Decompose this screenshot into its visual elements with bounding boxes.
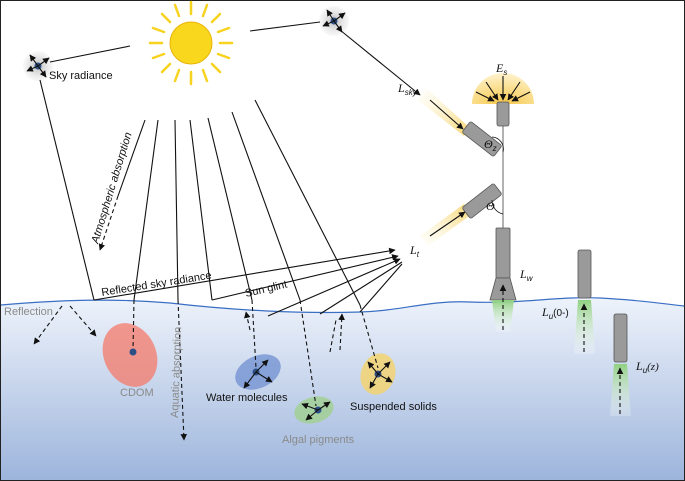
lu0-sensor — [577, 249, 592, 299]
water-molecules-scatter-3 — [255, 359, 269, 373]
theta-arc — [491, 199, 504, 215]
sky-scatterer-left-icon — [23, 51, 53, 81]
water-molecules-incident-dash — [251, 299, 257, 369]
lw-sensor-tube — [495, 227, 511, 279]
cdom-absorption-dash — [132, 299, 135, 351]
reflection-label: Reflection — [4, 306, 53, 318]
scatter-return-ray-3 — [359, 263, 403, 313]
algal-scatter-2 — [305, 409, 319, 421]
lu0-symbol: Lu(0-) — [541, 305, 569, 321]
atmospheric-absorption-dashed — [98, 195, 119, 251]
luz-symbol: Lu(z) — [635, 359, 659, 375]
aquatic-absorption-dash — [177, 299, 188, 441]
upwelling-dash-3 — [244, 311, 251, 331]
theta-z-symbol: Θz — [484, 137, 497, 153]
aquatic-absorption-label: Aquatic absorption — [169, 327, 184, 418]
reflection-dash-left — [33, 305, 63, 345]
algal-scatter-3 — [317, 401, 331, 411]
lsky-symbol: Lsky — [397, 81, 418, 97]
lt-beam-arrow — [429, 211, 466, 237]
luz-sensor — [613, 313, 628, 363]
water-molecules-label: Water molecules — [206, 392, 288, 404]
solar-rays — [133, 99, 361, 306]
solids-incident-dash — [359, 304, 379, 369]
water-body — [1, 297, 684, 480]
es-arrows — [475, 76, 531, 102]
theta-z-arc — [491, 136, 504, 153]
lw-symbol: Lw — [519, 267, 534, 283]
es-symbol: Es — [495, 61, 507, 77]
reflected-sky-radiance-ray — [93, 247, 396, 301]
sun-to-left-scatterer-ray — [49, 45, 131, 63]
lt-sensor — [462, 183, 502, 219]
theta-symbol: Θ — [486, 199, 495, 213]
sun-icon — [148, 0, 234, 86]
upwelling-dash-1 — [338, 313, 345, 351]
algal-scatter-1 — [301, 402, 319, 411]
water-molecules-scatter-1 — [243, 371, 257, 389]
scatter-return-ray-2 — [319, 261, 403, 315]
algal-incident-dash — [299, 299, 317, 407]
sky-to-lsky-ray — [339, 29, 421, 96]
sky-scatterer-right-icon — [319, 6, 349, 36]
solids-scatter-2 — [377, 373, 393, 383]
lsky-sensor — [462, 121, 502, 157]
cdom-particle — [102, 323, 158, 387]
sky-radiance-label: Sky radiance — [49, 70, 113, 82]
solids-scatter-1 — [367, 361, 379, 375]
es-sensor — [496, 101, 510, 127]
sun-to-right-scatterer-ray — [249, 21, 321, 32]
upwelling-dash-2 — [329, 319, 337, 353]
algal-pigments-label: Algal pigments — [282, 434, 355, 446]
water-molecules-scatter-2 — [255, 371, 273, 383]
sky-radiance-down-ray — [39, 79, 95, 301]
suspended-solids-label: Suspended solids — [350, 401, 437, 413]
solids-scatter-3 — [369, 373, 379, 389]
water-surface-line — [0, 297, 685, 314]
cdom-dot — [129, 348, 137, 356]
cdom-label: CDOM — [120, 387, 154, 399]
atmospheric-ray — [117, 119, 146, 197]
sun-glint-ray — [211, 254, 399, 301]
lt-symbol: Lt — [409, 243, 420, 259]
scatter-return-ray-1 — [267, 258, 401, 317]
lsky-beam-arrow — [429, 99, 464, 130]
solids-scatter-4 — [377, 361, 391, 375]
